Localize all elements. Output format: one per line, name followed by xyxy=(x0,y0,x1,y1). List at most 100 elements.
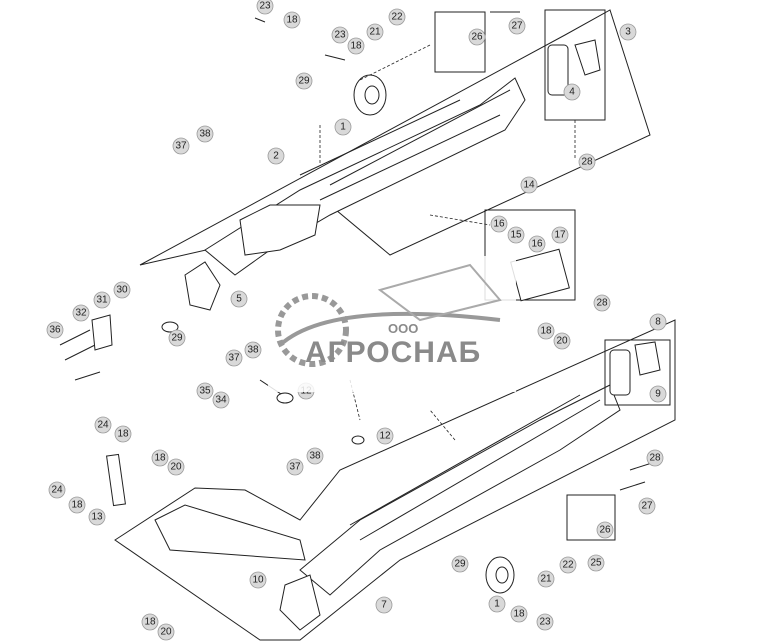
callout-number: 28 xyxy=(649,453,661,464)
callout-number: 18 xyxy=(286,15,298,26)
callout-circle xyxy=(114,425,132,443)
callout-number: 18 xyxy=(350,41,362,52)
callout-number: 16 xyxy=(493,219,505,230)
callout-circle xyxy=(151,449,169,467)
callout-27: 27 xyxy=(508,17,526,35)
callout-circle xyxy=(587,554,605,572)
watermark-prefix: ООО xyxy=(388,321,419,336)
callout-circle xyxy=(347,37,365,55)
callout-23: 23 xyxy=(536,613,554,631)
callout-number: 23 xyxy=(539,617,551,628)
callout-circle xyxy=(212,391,230,409)
callout-number: 17 xyxy=(554,230,566,241)
callout-circle xyxy=(172,137,190,155)
callout-circle xyxy=(48,481,66,499)
callout-circle xyxy=(68,496,86,514)
callout-7: 7 xyxy=(375,596,393,614)
callout-circle xyxy=(196,125,214,143)
callout-2: 2 xyxy=(267,147,285,165)
callout-number: 12 xyxy=(379,431,391,442)
callout-number: 18 xyxy=(513,609,525,620)
callout-number: 20 xyxy=(170,462,182,473)
callout-18: 18 xyxy=(537,322,555,340)
callout-20: 20 xyxy=(157,623,175,641)
callout-18: 18 xyxy=(114,425,132,443)
callout-24: 24 xyxy=(48,481,66,499)
callout-21: 21 xyxy=(537,570,555,588)
callout-number: 9 xyxy=(655,389,661,400)
callout-30: 30 xyxy=(113,281,131,299)
callout-number: 7 xyxy=(381,600,387,611)
callout-circle xyxy=(256,0,274,15)
callout-circle xyxy=(249,571,267,589)
callout-number: 30 xyxy=(116,285,128,296)
callout-circle xyxy=(375,596,393,614)
callout-circle xyxy=(468,28,486,46)
callout-number: 36 xyxy=(49,325,61,336)
callout-number: 28 xyxy=(596,298,608,309)
callout-13: 13 xyxy=(88,508,106,526)
callout-number: 16 xyxy=(531,239,543,250)
callout-number: 2 xyxy=(273,151,279,162)
callout-number: 26 xyxy=(471,32,483,43)
callout-10: 10 xyxy=(249,571,267,589)
callout-23: 23 xyxy=(331,26,349,44)
callout-22: 22 xyxy=(559,556,577,574)
callout-5: 5 xyxy=(230,290,248,308)
callout-number: 38 xyxy=(199,129,211,140)
callout-number: 20 xyxy=(160,627,172,638)
callout-29: 29 xyxy=(451,555,469,573)
callout-circle xyxy=(593,294,611,312)
callout-circle xyxy=(537,322,555,340)
callout-35: 35 xyxy=(196,382,214,400)
callout-circle xyxy=(244,341,262,359)
callout-1: 1 xyxy=(488,595,506,613)
lower-boom-assembly xyxy=(106,209,676,641)
callout-36: 36 xyxy=(46,321,64,339)
callout-number: 1 xyxy=(494,599,500,610)
callout-circle xyxy=(551,226,569,244)
callout-number: 29 xyxy=(171,333,183,344)
callout-number: 14 xyxy=(523,180,535,191)
callout-37: 37 xyxy=(172,137,190,155)
callout-number: 10 xyxy=(252,575,264,586)
callout-number: 18 xyxy=(540,326,552,337)
callout-circle xyxy=(167,458,185,476)
callout-28: 28 xyxy=(578,153,596,171)
callout-29: 29 xyxy=(168,329,186,347)
callout-circle xyxy=(646,449,664,467)
callout-20: 20 xyxy=(167,458,185,476)
callout-circle xyxy=(331,26,349,44)
callout-4: 4 xyxy=(563,83,581,101)
callout-circle xyxy=(141,613,159,631)
callout-25: 25 xyxy=(587,554,605,572)
callout-number: 3 xyxy=(625,27,631,38)
callout-number: 27 xyxy=(511,21,523,32)
callout-37: 37 xyxy=(286,458,304,476)
callout-circle xyxy=(225,349,243,367)
callout-number: 22 xyxy=(391,12,403,23)
callout-28: 28 xyxy=(646,449,664,467)
callout-circle xyxy=(510,605,528,623)
callout-circle xyxy=(72,304,90,322)
callout-circle xyxy=(230,290,248,308)
callout-number: 32 xyxy=(75,308,87,319)
callout-number: 15 xyxy=(510,230,522,241)
callout-27: 27 xyxy=(638,497,656,515)
callout-18: 18 xyxy=(347,37,365,55)
callout-circle xyxy=(638,497,656,515)
callout-18: 18 xyxy=(141,613,159,631)
callout-number: 31 xyxy=(96,295,108,306)
callout-circle xyxy=(537,570,555,588)
callout-number: 34 xyxy=(215,395,227,406)
callout-circle xyxy=(283,11,301,29)
watermark-name-text: АГРОСНАБ xyxy=(305,336,482,369)
callout-circle xyxy=(596,521,614,539)
callout-circle xyxy=(619,23,637,41)
callout-22: 22 xyxy=(388,8,406,26)
callout-3: 3 xyxy=(619,23,637,41)
callout-number: 37 xyxy=(228,353,240,364)
callout-32: 32 xyxy=(72,304,90,322)
callout-38: 38 xyxy=(244,341,262,359)
